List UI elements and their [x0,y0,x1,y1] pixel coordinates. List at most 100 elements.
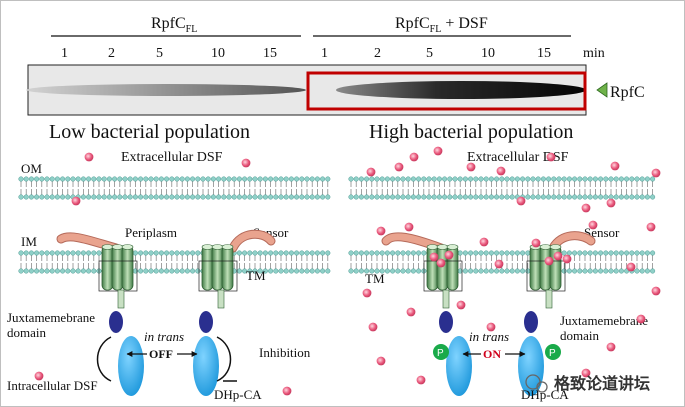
lipid-head [216,194,222,200]
lipid-head [405,194,411,200]
lipid-head [283,194,289,200]
lipid-head [257,250,263,256]
lipid-head [442,194,448,200]
lipid-head [257,268,263,274]
lipid-head [242,176,248,182]
lipid-head [577,176,583,182]
lipid-head [353,176,359,182]
lipid-head [582,250,588,256]
lipid-head [262,268,268,274]
om-label: OM [21,161,42,176]
lipid-head [60,268,66,274]
lipid-head [405,250,411,256]
lipid-head [624,250,630,256]
dsf-molecule [581,203,591,213]
lipid-head [65,268,71,274]
watermark-chat-icon-2 [536,381,548,393]
lipid-head [618,250,624,256]
tm-helix [426,245,439,291]
inhibition-label: Inhibition [259,345,311,360]
lipid-head [364,250,370,256]
low-tm-label: TM [246,268,266,283]
lipid-head [39,268,45,274]
lipid-head [283,176,289,182]
lipid-head [540,194,546,200]
dsf-molecule [409,152,419,162]
lipid-head [556,176,562,182]
lipid-head [369,268,375,274]
gel-panel: RpfCFL RpfCFL + DSF 1 2 5 10 15 1 2 5 10… [26,15,645,116]
lipid-head [499,194,505,200]
lipid-head [153,268,159,274]
lipid-head [132,194,138,200]
lipid-head [143,250,149,256]
lipid-head [462,194,468,200]
lipid-head [577,268,583,274]
lipid-head [278,268,284,274]
lipid-head [96,194,102,200]
lipid-head [447,194,453,200]
lipid-head [478,250,484,256]
lipid-head [634,250,640,256]
lipid-head [262,194,268,200]
lipid-head [247,194,253,200]
lipid-head [39,194,45,200]
lipid-head [525,250,531,256]
lipid-head [44,268,50,274]
lipid-head [210,176,216,182]
lipid-head [195,250,201,256]
low-population-title: Low bacterial population [49,121,250,143]
dsf-molecule [553,251,563,261]
lipid-head [556,194,562,200]
lane-label-left-5: 15 [263,46,277,61]
dsf-molecule [496,166,506,176]
lipid-head [299,250,305,256]
lipid-head [410,194,416,200]
tm-helix [201,245,214,291]
lipid-head [410,250,416,256]
lipid-head [421,250,427,256]
lipid-head [395,250,401,256]
lipid-head [122,194,128,200]
tm-helix-cap [436,244,449,250]
lipid-head [190,194,196,200]
lipid-head [395,268,401,274]
lipid-head [644,250,650,256]
lipid-head [70,268,76,274]
lipid-head [442,176,448,182]
lipid-head [577,250,583,256]
lipid-head [86,268,92,274]
low-right-bracket [216,336,232,382]
lipid-head [499,176,505,182]
band-label: RpfC [610,84,645,101]
lipid-head [112,194,118,200]
dsf-molecule [282,386,292,396]
high-dhp-left [446,336,472,396]
off-label-bg [147,347,177,360]
lipid-head [650,250,656,256]
lipid-head [18,268,24,274]
lipid-head [650,194,656,200]
lipid-head [639,250,645,256]
lipid-head [634,194,640,200]
lipid-head [49,250,55,256]
lipid-head [592,194,598,200]
lipid-head [138,194,144,200]
high-juxta-left [439,311,453,333]
lipid-head [582,268,588,274]
lipid-head [494,268,500,274]
lane-label-left-1: 1 [61,46,68,61]
high-dhp-label: DHp-CA [521,387,569,402]
lipid-head [164,176,170,182]
lipid-head [369,250,375,256]
lipid-head [379,176,385,182]
dsf-molecule [456,300,466,310]
lipid-head [325,194,331,200]
lipid-head [174,194,180,200]
lipid-head [60,250,66,256]
lipid-head [60,176,66,182]
lipid-head [504,250,510,256]
lipid-head [364,268,370,274]
lipid-head [379,194,385,200]
